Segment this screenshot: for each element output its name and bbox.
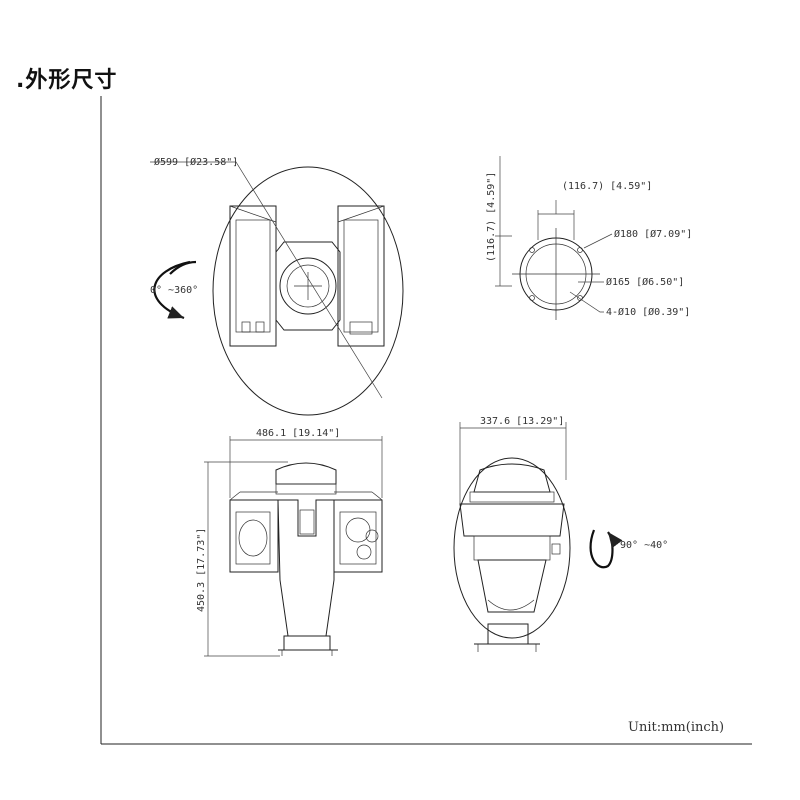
page-title: .外形尺寸: [16, 68, 118, 93]
front-width-label: 486.1 [19.14"]: [256, 428, 340, 439]
unit-label: Unit:mm(inch): [628, 720, 724, 735]
hole-diameter-label: 4-Ø10 [Ø0.39"]: [606, 306, 690, 318]
tilt-rotation-label: 90° ~40°: [620, 540, 668, 551]
front-height-label: 450.3 [17.73"]: [196, 528, 207, 612]
diameter-165-label: Ø165 [Ø6.50"]: [606, 276, 684, 288]
front-view: 486.1 [19.14"] 450.3 [17.73"]: [196, 428, 383, 657]
drawing-frame: [100, 96, 752, 745]
side-depth-label: 337.6 [13.29"]: [480, 416, 564, 427]
top-diameter-label: Ø599 [Ø23.58"]: [154, 156, 238, 168]
window-horizontal-label: (116.7) [4.59"]: [562, 181, 652, 192]
top-view: Ø599 [Ø23.58"] 0° ~360°: [150, 156, 404, 416]
window-view: (116.7) [4.59"] (116.7) [4.59"] Ø180 [Ø7…: [486, 156, 692, 320]
diameter-180-label: Ø180 [Ø7.09"]: [614, 228, 692, 240]
side-view: 337.6 [13.29"] 90° ~40°: [453, 416, 668, 652]
window-vertical-label: (116.7) [4.59"]: [486, 172, 497, 262]
pan-rotation-label: 0° ~360°: [150, 285, 198, 296]
